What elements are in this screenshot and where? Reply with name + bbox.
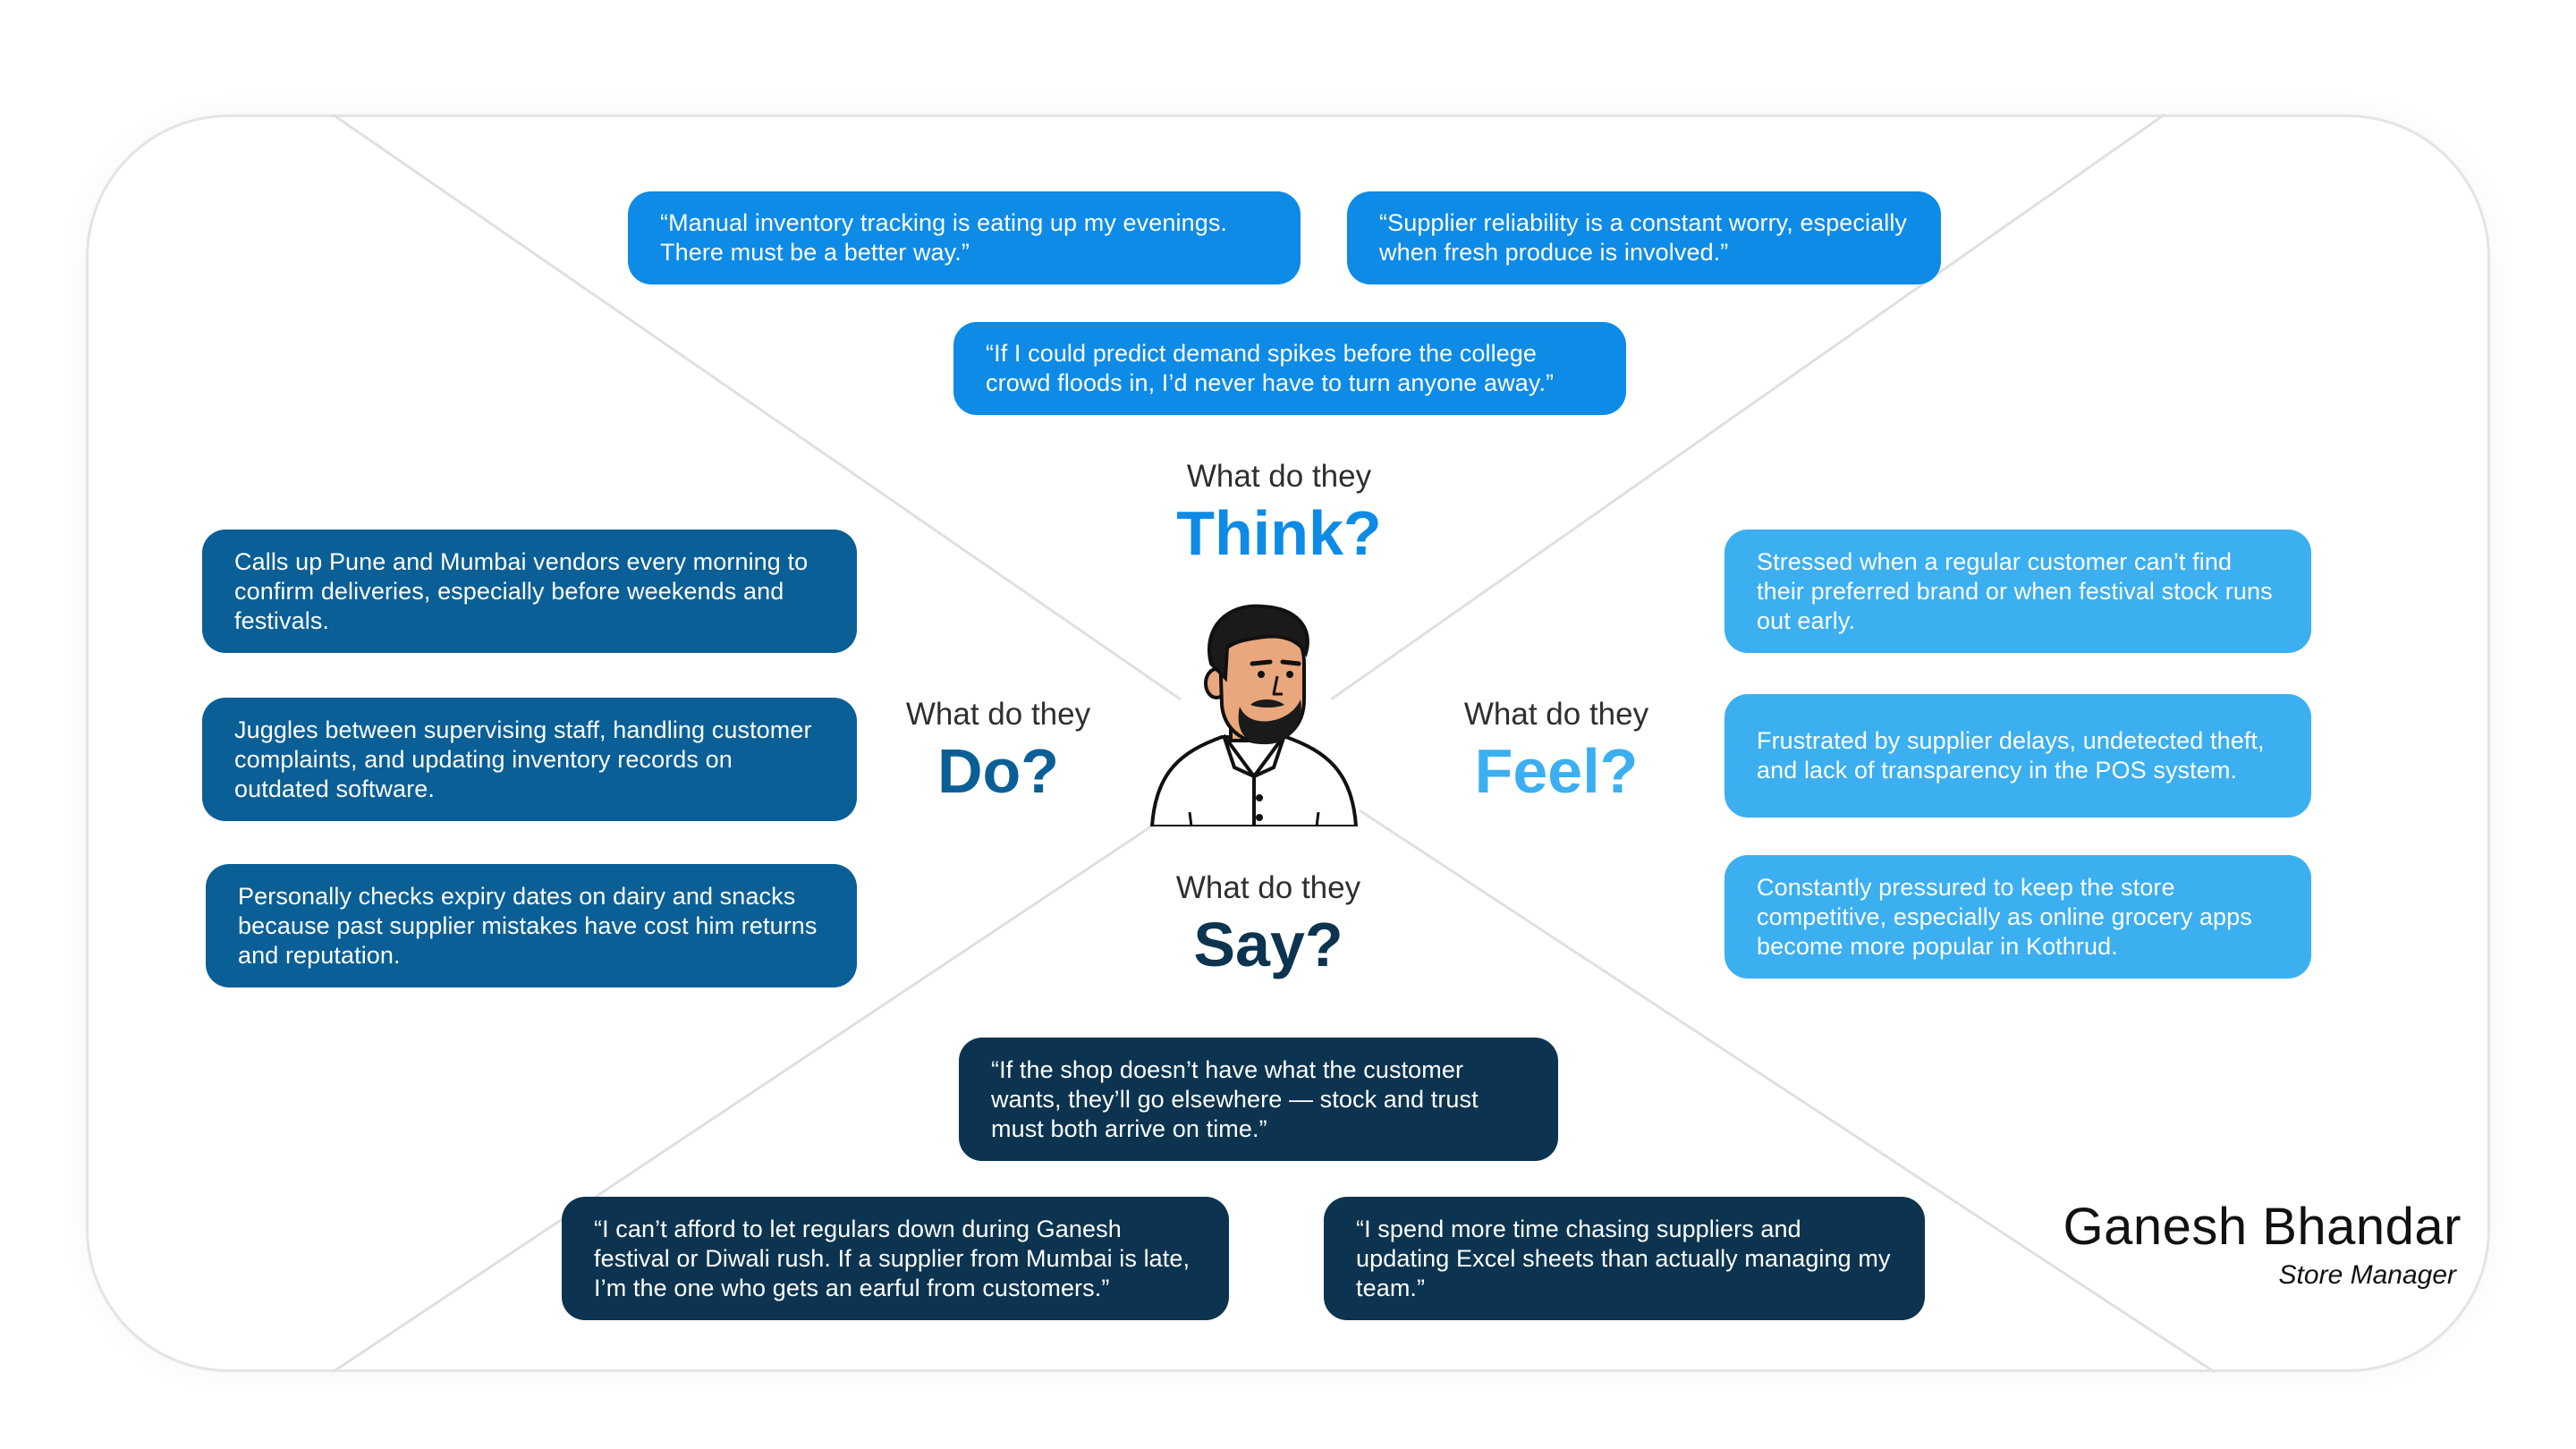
divider-top-right (1330, 113, 2165, 701)
say-title: Say? (1193, 910, 1343, 979)
do-label: What do they Do? (864, 696, 1132, 809)
say-question: What do they (1175, 870, 1361, 905)
think-bubble-1: “Manual inventory tracking is eating up … (628, 191, 1301, 284)
feel-label: What do they Feel? (1422, 696, 1690, 809)
do-title: Do? (936, 736, 1060, 806)
say-bubble-2: “I can’t afford to let regulars down dur… (562, 1197, 1229, 1320)
feel-title: Feel? (1474, 736, 1639, 806)
persona-name: Ganesh Bhandar (2063, 1198, 2462, 1256)
do-bubble-2: Juggles between supervising staff, handl… (202, 698, 857, 821)
divider-bottom-left (332, 823, 1155, 1374)
do-question: What do they (905, 697, 1091, 732)
divider-top-left (332, 113, 1182, 701)
man-avatar-icon (1150, 604, 1358, 826)
feel-bubble-2: Frustrated by supplier delays, undetecte… (1724, 694, 2311, 818)
do-bubble-3: Personally checks expiry dates on dairy … (206, 864, 857, 987)
think-bubble-2: “Supplier reliability is a constant worr… (1347, 191, 1941, 284)
think-title: Think? (1176, 498, 1382, 568)
persona-role: Store Manager (2278, 1260, 2456, 1290)
feel-question: What do they (1463, 697, 1649, 732)
feel-bubble-3: Constantly pressured to keep the store c… (1724, 855, 2311, 979)
think-question: What do they (1186, 459, 1372, 494)
persona-block: Ganesh Bhandar Store Manager (2063, 1197, 2462, 1292)
say-bubble-3: “I spend more time chasing suppliers and… (1324, 1197, 1925, 1320)
think-label: What do they Think? (1100, 458, 1458, 571)
feel-bubble-1: Stressed when a regular customer can’t f… (1724, 530, 2311, 653)
divider-bottom-right (1359, 809, 2216, 1374)
think-bubble-3: “If I could predict demand spikes before… (953, 322, 1626, 415)
say-label: What do they Say? (1089, 869, 1447, 982)
say-bubble-1: “If the shop doesn’t have what the custo… (959, 1038, 1558, 1161)
do-bubble-1: Calls up Pune and Mumbai vendors every m… (202, 530, 857, 653)
